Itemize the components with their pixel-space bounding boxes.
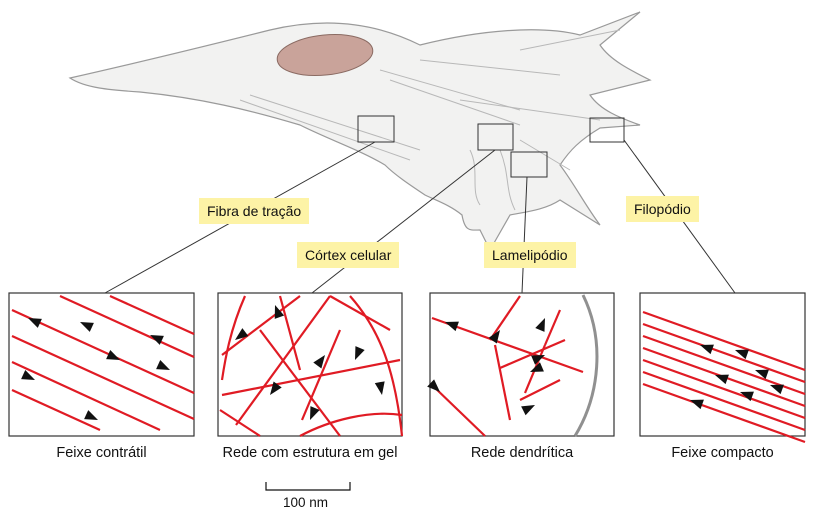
arrowhead	[270, 381, 282, 395]
actin-filament	[259, 329, 341, 437]
actin-filament	[642, 370, 806, 432]
label-cell-cortex: Córtex celular	[297, 242, 400, 268]
arrowhead	[84, 410, 98, 420]
arrowhead	[150, 335, 164, 345]
actin-filament	[493, 344, 512, 421]
actin-filament	[642, 322, 806, 384]
arrowhead	[488, 330, 500, 344]
arrowhead	[735, 349, 749, 360]
panel-gel-network	[217, 292, 403, 437]
actin-filament	[489, 295, 521, 341]
actin-filament	[499, 338, 566, 370]
actin-filament	[235, 295, 331, 426]
arrowhead	[535, 318, 545, 332]
arrowhead	[530, 362, 544, 372]
actin-filament	[543, 309, 562, 346]
actin-filament	[431, 384, 486, 437]
arrowhead	[313, 355, 325, 369]
actin-filament	[431, 316, 584, 374]
arrowhead	[700, 344, 714, 355]
arrowhead	[80, 322, 94, 332]
arrowhead	[427, 379, 440, 392]
label-stress-fiber: Fibra de tração	[199, 198, 310, 224]
actin-filament	[519, 379, 561, 401]
actin-filament	[642, 358, 806, 420]
arrowhead	[740, 391, 754, 402]
caption-compact: Feixe compacto	[671, 445, 774, 461]
actin-filament	[221, 295, 301, 356]
caption-dendritic: Rede dendrítica	[470, 445, 574, 461]
arrowhead	[28, 318, 42, 328]
caption-contractile: Feixe contrátil	[56, 445, 147, 461]
arrowhead	[235, 328, 249, 340]
actin-filament	[221, 358, 401, 397]
actin-filaments	[11, 294, 806, 444]
internal-fibers	[239, 29, 621, 211]
actin-filament	[642, 334, 806, 396]
arrowhead	[770, 384, 784, 395]
arrowhead	[445, 321, 459, 332]
actin-filament	[300, 329, 342, 421]
actin-filament	[329, 295, 391, 331]
actin-filament	[11, 308, 195, 395]
scale-bar-label: 100 nm	[283, 495, 329, 510]
arrowheads	[21, 305, 784, 420]
zoom-box-stress-fiber	[357, 115, 395, 143]
arrowhead	[310, 406, 320, 420]
arrowhead	[755, 369, 769, 380]
label-filopodium: Filopódio	[626, 196, 699, 222]
caption-gel-network: Rede com estrutura em gel	[222, 445, 398, 461]
arrowhead	[531, 355, 545, 365]
zoom-box-cortex	[477, 123, 514, 151]
arrowhead	[274, 305, 285, 319]
actin-filament	[11, 361, 161, 431]
zoom-box-filopodium	[589, 117, 625, 143]
arrowhead	[21, 370, 35, 380]
actin-filament	[219, 409, 261, 437]
actin-filament	[299, 412, 403, 437]
zoom-boxes	[357, 115, 625, 178]
zoom-panels	[8, 292, 806, 437]
cell-nucleus	[276, 33, 374, 77]
actin-filament	[11, 334, 195, 421]
arrowhead	[521, 405, 535, 416]
label-lamellipodium: Lamelipódio	[484, 242, 576, 268]
actin-filament	[59, 294, 195, 359]
lamellipodium-membrane	[573, 294, 599, 437]
actin-filament	[642, 382, 806, 444]
actin-filament	[220, 295, 247, 381]
scale-bar	[265, 482, 351, 491]
arrowhead	[156, 360, 170, 370]
arrowhead	[355, 346, 365, 360]
arrowhead	[374, 381, 385, 395]
arrowhead	[106, 350, 120, 360]
arrowhead	[690, 399, 704, 410]
arrowhead	[715, 374, 729, 385]
actin-filament	[109, 294, 195, 336]
actin-filament	[642, 310, 806, 372]
zoom-box-lamellipodium	[510, 151, 548, 178]
actin-filament	[278, 295, 302, 371]
actin-filament	[11, 388, 101, 432]
